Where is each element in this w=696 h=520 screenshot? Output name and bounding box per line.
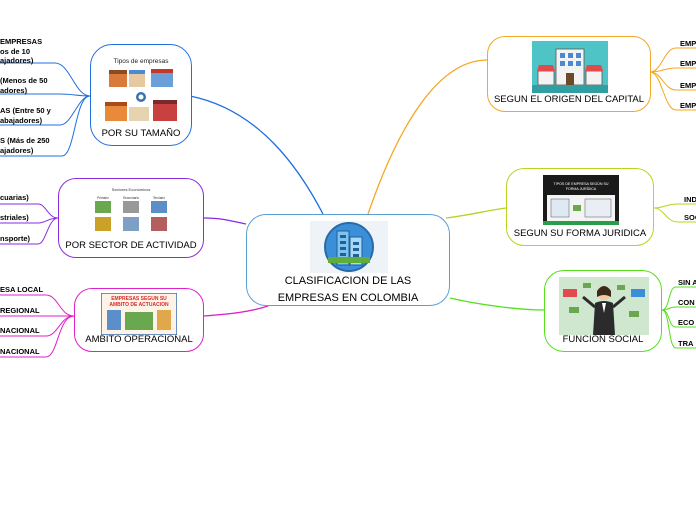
link-juridica [445,207,507,219]
juridica-image-title-1: TIPOS DE EMPRESA SEGÚN SU [554,181,609,186]
forma-juridica-icon: TIPOS DE EMPRESA SEGÚN SU FORMA JURÍDICA [543,175,619,225]
leaf-juridica-2[interactable]: SOC [684,213,696,223]
leaf-text: ajadores) [0,145,34,155]
leaf-capital-1[interactable]: EMP [680,39,696,49]
ambito-image-title-1: EMPRESAS SEGUN SU [111,296,167,302]
topic-ambito-operacional[interactable]: EMPRESAS SEGUN SU AMBITO DE ACTUACION AM… [74,288,204,352]
leaf-text: adores) [0,85,28,95]
sector-caption-3: Terciario [153,196,165,200]
leaf-capital-4[interactable]: EMP [680,101,696,111]
businesswoman-money-icon [559,277,649,335]
leaf-links-sector [0,203,59,245]
topic-label: FUNCION SOCIAL [562,334,644,345]
leaf-links-tamano [0,62,91,157]
leaf-juridica-1[interactable]: IND [684,195,696,205]
ambito-image-title-2: AMBITO DE ACTUACION [109,302,169,308]
leaf-text: EMP [680,59,696,68]
leaf-text: EMP [680,81,696,90]
leaf-links-social [661,286,696,349]
leaf-capital-2[interactable]: EMP [680,59,696,69]
sector-image-title: Sectores Económicos [112,187,151,192]
leaf-social-2[interactable]: CON [678,298,695,308]
leaf-text: cuarias) [0,193,29,202]
leaf-text: EMPRESAS [0,37,43,46]
leaf-sector-2[interactable]: striales) [0,213,29,223]
leaf-tamano-2[interactable]: (Menos de 50 adores) [0,76,48,95]
leaf-text: NACIONAL [0,326,40,335]
sector-caption-2: Secundario [123,196,139,200]
leaf-text: REGIONAL [0,306,40,315]
tamano-image-title: Tipos de empresas [113,58,169,65]
topic-forma-juridica[interactable]: TIPOS DE EMPRESA SEGÚN SU FORMA JURÍDICA… [506,168,654,246]
leaf-text: ajadores) [0,56,34,65]
leaf-links-capital [649,47,696,111]
leaf-text: striales) [0,213,29,222]
leaf-text: S (Más de 250 [0,136,50,145]
link-ambito [203,305,269,317]
central-title-line1: CLASIFICACION DE LAS [284,275,412,287]
leaf-text: AS (Entre 50 y [0,106,51,115]
leaf-text: IND [684,195,696,204]
leaf-text: ESA LOCAL [0,285,44,294]
leaf-text: nsporte) [0,234,30,243]
leaf-tamano-3[interactable]: AS (Entre 50 y abajadores) [0,106,51,125]
leaf-text: os de 10 [0,46,31,56]
topic-label: POR SECTOR DE ACTIVIDAD [65,240,197,251]
leaf-social-1[interactable]: SIN A [678,278,696,288]
leaf-text: (Menos de 50 [0,76,48,85]
topic-por-sector-de-actividad[interactable]: Sectores Económicos Primario Secundario … [58,178,204,258]
leaf-capital-3[interactable]: EMP [680,81,696,91]
leaf-social-3[interactable]: ECO [678,318,694,328]
ambito-actuacion-icon: EMPRESAS SEGUN SU AMBITO DE ACTUACION [100,292,178,336]
store-building-icon [532,41,608,93]
leaf-text: NACIONAL [0,347,40,356]
topic-por-su-tamano[interactable]: Tipos de empresas POR SU TAMAÑO [90,44,192,146]
leaf-tamano-1[interactable]: EMPRESAS os de 10 ajadores) [0,37,42,66]
leaf-sector-3[interactable]: nsporte) [0,234,30,244]
leaf-ambito-4[interactable]: NACIONAL [0,347,40,357]
link-capital [367,59,488,215]
leaf-text: TRA [678,339,694,348]
leaf-text: EMP [680,39,696,48]
leaf-ambito-1[interactable]: ESA LOCAL [0,285,43,295]
leaf-text: abajadores) [0,115,43,125]
sector-caption-1: Primario [97,196,109,200]
link-tamano [189,95,324,215]
leaf-text: EMP [680,101,696,110]
topic-label: POR SU TAMAÑO [101,128,181,139]
topic-funcion-social[interactable]: FUNCION SOCIAL [544,270,662,352]
leaf-social-4[interactable]: TRA [678,339,693,349]
topic-label: SEGUN SU FORMA JURIDICA [513,228,647,239]
leaf-text: ECO [678,318,695,327]
leaf-text: SOC [684,213,696,222]
topic-label: AMBITO OPERACIONAL [85,334,193,345]
leaf-tamano-4[interactable]: S (Más de 250 ajadores) [0,136,50,155]
leaf-sector-1[interactable]: cuarias) [0,193,29,203]
leaf-ambito-2[interactable]: REGIONAL [0,306,40,316]
economic-sectors-icon: Sectores Económicos Primario Secundario … [89,185,173,237]
topic-origen-del-capital[interactable]: SEGUN EL ORIGEN DEL CAPITAL [487,36,651,112]
central-topic[interactable]: CLASIFICACION DE LAS EMPRESAS EN COLOMBI… [246,214,450,306]
leaf-text: SIN A [678,278,696,287]
office-building-icon [310,221,388,273]
link-sector [203,217,247,225]
leaf-links-ambito [0,294,75,358]
leaf-ambito-3[interactable]: NACIONAL [0,326,40,336]
link-social [449,297,545,311]
leaf-text: CON [678,298,695,307]
topic-label: SEGUN EL ORIGEN DEL CAPITAL [493,94,645,105]
buildings-icon: Tipos de empresas [99,53,183,125]
leaf-links-juridica [653,203,696,223]
central-title-line2: EMPRESAS EN COLOMBIA [277,292,419,304]
juridica-image-title-2: FORMA JURÍDICA [566,187,597,191]
